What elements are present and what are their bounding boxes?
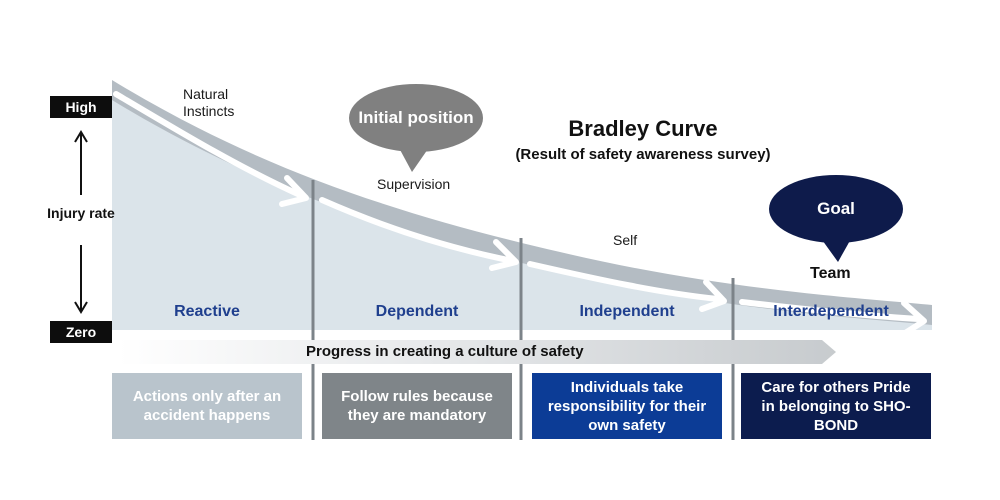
arrow-head-3 bbox=[699, 279, 727, 312]
supervision-label: Supervision bbox=[377, 176, 451, 192]
self-label: Self bbox=[613, 232, 638, 248]
stage-box-reactive: Actions only after an accident happens bbox=[112, 373, 302, 439]
stage-box-text: Follow rules because they are mandatory bbox=[341, 388, 493, 424]
y-axis-arrow bbox=[74, 130, 88, 314]
stage-label-interdependent: Interdependent bbox=[773, 303, 889, 320]
progress-label: Progress in creating a culture of safety bbox=[306, 343, 584, 360]
natural-instincts-label: Natural Instincts bbox=[183, 86, 235, 119]
goal-bubble bbox=[769, 175, 903, 262]
stage-label-reactive: Reactive bbox=[174, 303, 240, 320]
stage-box-dependent: Follow rules because they are mandatory bbox=[322, 373, 512, 439]
initial-position-text: Initial position bbox=[358, 108, 474, 127]
curve-arrows bbox=[113, 91, 927, 338]
arrow-segment-2 bbox=[319, 197, 511, 263]
curve-band bbox=[112, 80, 932, 325]
stage-box-independent: Individuals take responsibility for thei… bbox=[532, 373, 722, 439]
goal-text: Goal bbox=[817, 199, 855, 218]
y-high-label: High bbox=[50, 96, 112, 118]
team-label: Team bbox=[810, 265, 851, 282]
initial-position-bubble bbox=[349, 84, 483, 172]
arrow-head-2 bbox=[489, 239, 519, 271]
stage-box-text: Actions only after an accident happens bbox=[132, 388, 282, 424]
arrow-segment-1 bbox=[113, 91, 303, 198]
progress-arrow bbox=[118, 340, 836, 364]
y-axis-title: Injury rate bbox=[47, 205, 115, 221]
arrow-segment-3 bbox=[527, 261, 721, 302]
y-zero-label: Zero bbox=[50, 321, 112, 343]
arrow-segment-4 bbox=[739, 299, 921, 322]
arrow-head-1 bbox=[279, 175, 309, 207]
diagram-title: Bradley Curve bbox=[568, 116, 718, 141]
stage-box-interdependent: Care for others Pride in belonging to SH… bbox=[741, 373, 931, 439]
stage-box-text: Individuals take responsibility for thei… bbox=[547, 378, 707, 434]
stage-box-text: Care for others Pride in belonging to SH… bbox=[761, 378, 911, 434]
arrow-head-4 bbox=[899, 300, 927, 338]
stage-label-independent: Independent bbox=[579, 303, 675, 320]
diagram-subtitle: (Result of safety awareness survey) bbox=[515, 146, 771, 163]
stage-label-dependent: Dependent bbox=[375, 303, 459, 320]
area-under-curve bbox=[112, 90, 932, 333]
